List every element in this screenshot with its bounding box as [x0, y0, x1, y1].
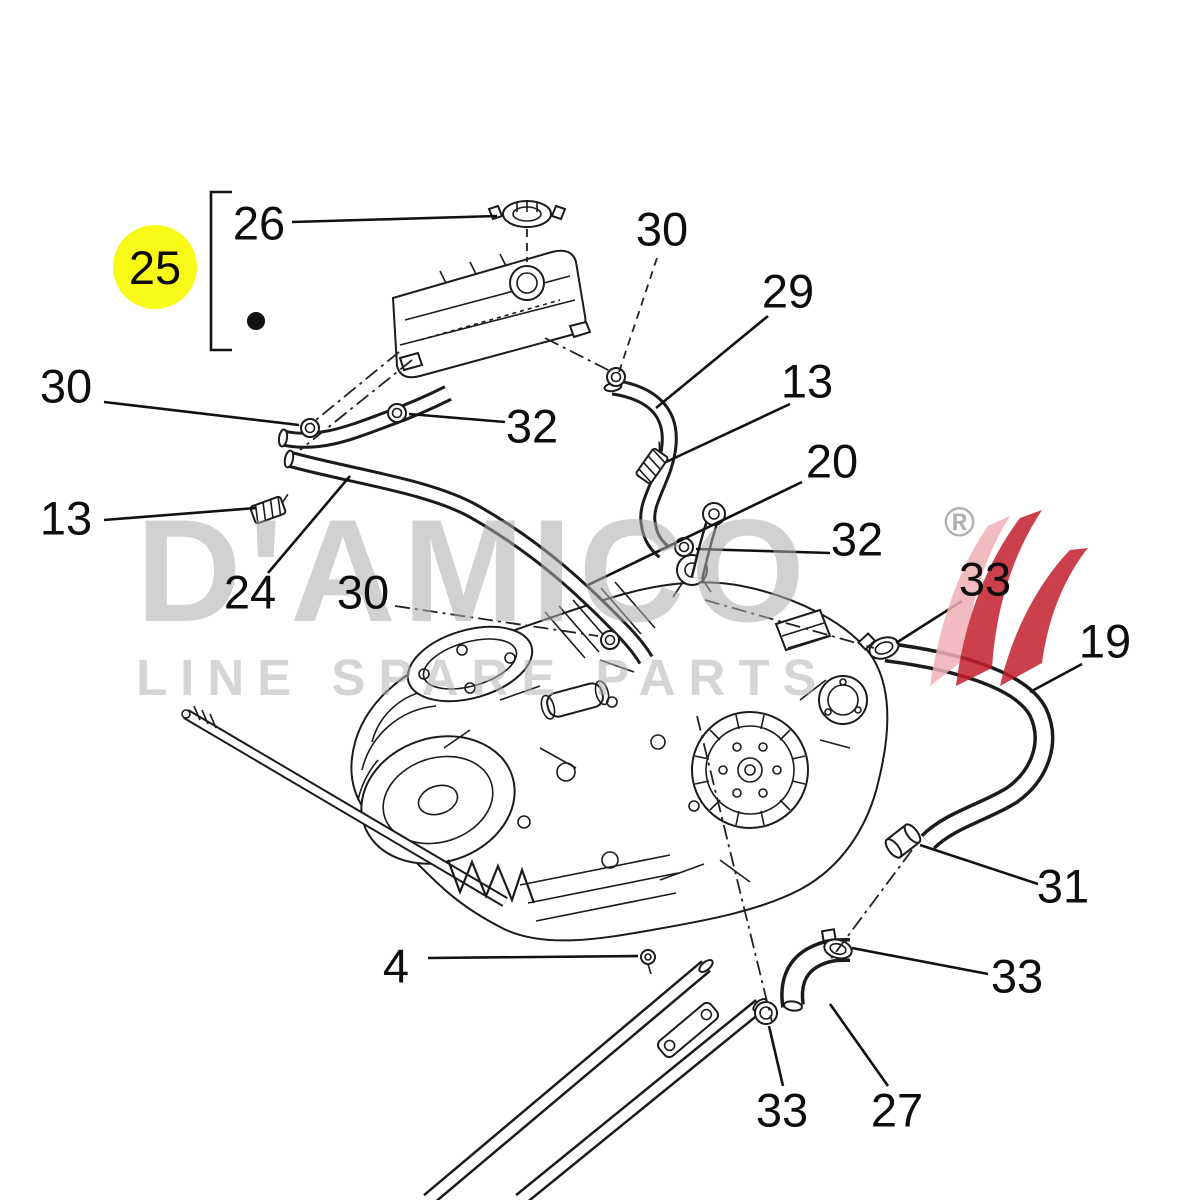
clamp-ring-32-right [674, 537, 694, 557]
callout-29: 29 [761, 264, 815, 318]
worm-clamp-33-top [857, 632, 900, 660]
clamp-ring-30-top [606, 367, 626, 387]
hose-19 [884, 641, 1055, 850]
callout-19: 19 [1078, 614, 1132, 668]
clamp-ring-30-mid [600, 630, 620, 650]
hose-20 [283, 449, 654, 665]
clamp-ring-33-bottom [754, 1001, 778, 1025]
engine-block-illustration [350, 502, 889, 942]
callout-13-left: 13 [39, 491, 93, 545]
callout-24: 24 [223, 565, 277, 619]
leader-lines [103, 214, 1083, 1087]
coolant-pipes [423, 959, 768, 1200]
callout-26: 26 [232, 196, 286, 250]
callout-30-mid: 30 [336, 565, 390, 619]
axle-shaft [181, 705, 536, 907]
pipe-bracket [656, 1001, 720, 1059]
hose-24 [277, 385, 452, 449]
callout-25: 25 [113, 225, 197, 309]
callout-27: 27 [870, 1083, 924, 1137]
clamp-ring-30-left [300, 418, 320, 438]
callout-20: 20 [805, 434, 859, 488]
callout-30-top: 30 [635, 202, 689, 256]
spring-clamp-13-left [249, 493, 289, 525]
callout-33-topright: 33 [958, 552, 1012, 606]
callout-31: 31 [1036, 859, 1090, 913]
callout-32-top: 32 [505, 399, 559, 453]
callout-33-right: 33 [990, 949, 1044, 1003]
expansion-tank [391, 249, 592, 379]
bleed-screw-4 [640, 949, 656, 975]
callout-32-right: 32 [830, 512, 884, 566]
callout-4: 4 [382, 939, 410, 993]
callout-13-right: 13 [780, 354, 834, 408]
clamp-ring-32-top [387, 403, 407, 423]
assembly-axes [299, 257, 913, 1023]
pipe-fitting-31 [884, 823, 922, 859]
callout-30-left: 30 [39, 359, 93, 413]
filler-cap [487, 200, 567, 262]
callout-33-bottom: 33 [755, 1083, 809, 1137]
callout-25-bracket [209, 190, 265, 352]
spring-clamp-13-right [635, 441, 669, 485]
